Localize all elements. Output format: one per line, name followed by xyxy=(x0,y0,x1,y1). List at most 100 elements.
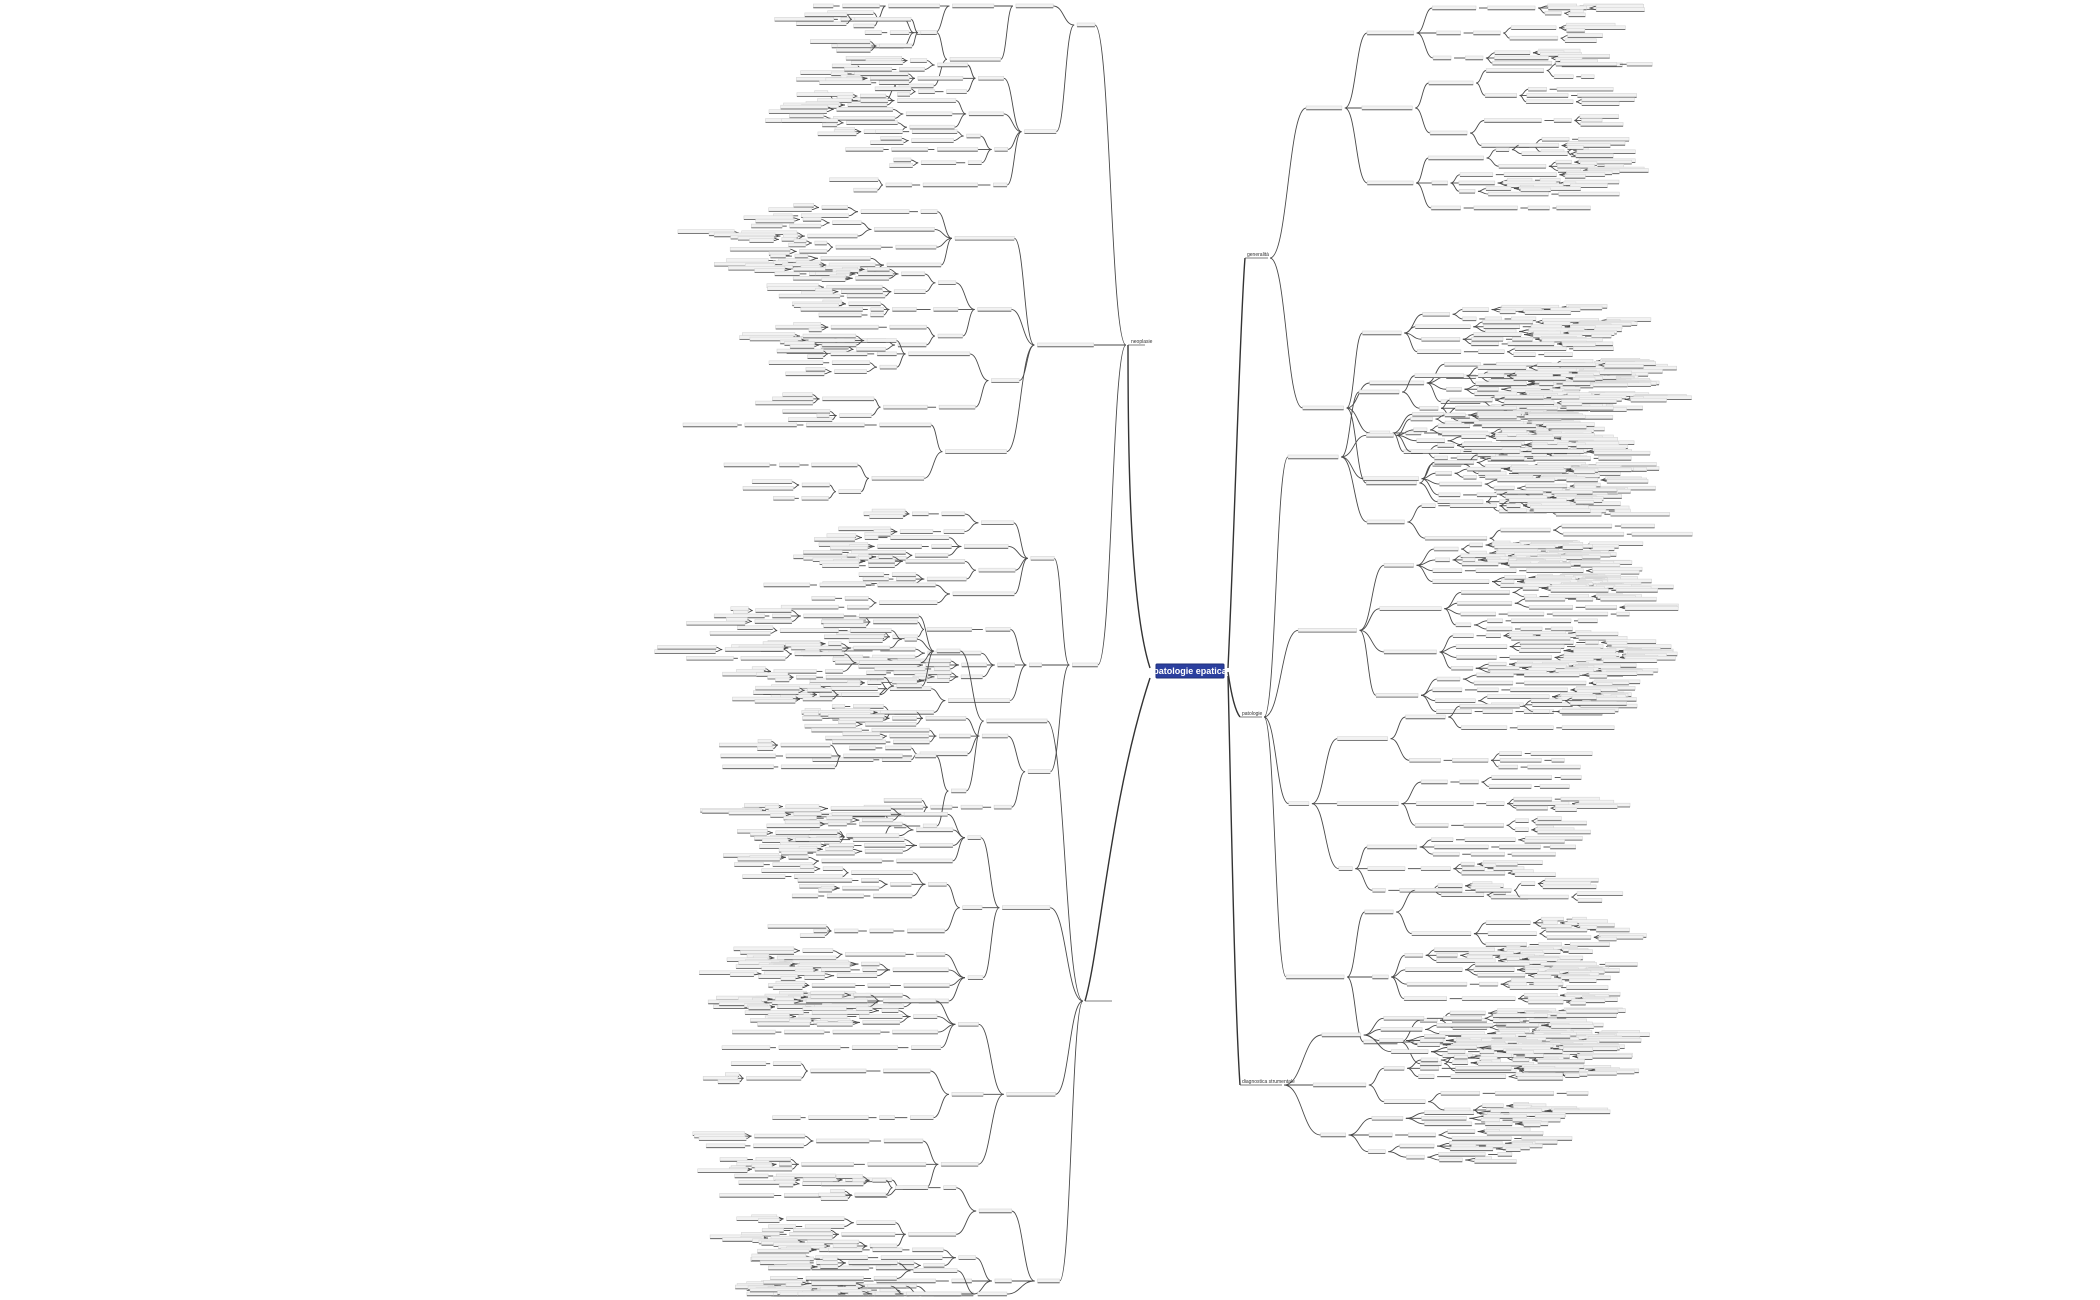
leaf-node xyxy=(1524,596,1566,602)
branch-connector xyxy=(1524,334,1534,337)
branch-connector xyxy=(929,729,937,737)
branch-connector xyxy=(802,984,810,989)
branch-connector xyxy=(1586,570,1593,573)
branch-connector xyxy=(844,1222,854,1228)
leaf-node xyxy=(740,655,786,661)
leaf-node xyxy=(846,833,900,838)
leaf-node xyxy=(1297,627,1357,633)
leaf-node xyxy=(1530,698,1563,703)
leaf-node xyxy=(808,338,856,343)
leaf-node xyxy=(889,733,929,738)
branch-connector xyxy=(854,850,863,854)
leaf-node xyxy=(761,868,815,873)
leaf-node xyxy=(897,342,927,347)
leaf-node xyxy=(1510,687,1568,692)
leaf-node xyxy=(899,67,925,72)
leaf-node xyxy=(1593,450,1651,456)
branch-connector xyxy=(785,813,791,816)
branch-connector xyxy=(1396,434,1417,442)
leaf-node xyxy=(1562,381,1591,386)
leaf-node xyxy=(780,764,836,769)
leaf-node xyxy=(916,951,946,957)
branch-connector xyxy=(1548,165,1559,171)
leaf-node xyxy=(946,89,968,94)
leaf-node xyxy=(850,60,904,65)
leaf-node xyxy=(889,324,927,330)
leaf-node xyxy=(775,830,838,835)
leaf-node xyxy=(742,485,794,491)
branch-connector xyxy=(896,340,906,355)
branch-connector xyxy=(1006,344,1035,453)
leaf-node xyxy=(868,563,896,568)
branch-connector xyxy=(1574,161,1581,165)
branch-connector xyxy=(795,977,802,980)
branch-connector xyxy=(1484,483,1495,489)
branch-connector xyxy=(1489,529,1501,539)
branch-connector xyxy=(1049,664,1070,773)
leaf-node xyxy=(867,1283,892,1288)
leaf-node xyxy=(753,690,799,695)
leaf-node xyxy=(1585,640,1599,645)
leaf-node xyxy=(755,400,814,405)
leaf-node xyxy=(805,367,826,372)
branch-connector xyxy=(1341,456,1368,523)
branch-connector xyxy=(1574,116,1580,121)
branch-connector xyxy=(925,282,936,293)
branch-connector xyxy=(1553,525,1562,531)
branch-connector xyxy=(832,887,840,891)
leaf-node xyxy=(947,698,1011,703)
leaf-node xyxy=(1305,105,1343,110)
branch-connector xyxy=(1461,544,1470,550)
branch-connector xyxy=(1407,505,1422,523)
leaf-node xyxy=(1302,405,1344,410)
branch-connector xyxy=(779,856,786,860)
leaf-node xyxy=(804,12,848,17)
leaf-node xyxy=(807,354,824,359)
branch-connector xyxy=(1589,7,1597,11)
leaf-node xyxy=(966,133,981,138)
leaf-node xyxy=(1566,405,1614,411)
leaf-node xyxy=(1566,28,1586,33)
leaf-node xyxy=(823,634,885,639)
branch-connector xyxy=(949,676,959,682)
branch-connector xyxy=(933,58,948,87)
branch-connector xyxy=(916,638,935,652)
leaf-node xyxy=(801,1162,854,1167)
leaf-node xyxy=(968,111,1004,116)
leaf-node xyxy=(851,870,914,875)
leaf-node xyxy=(1477,373,1505,378)
branch-connector xyxy=(926,326,936,337)
branch-connector xyxy=(823,115,831,119)
leaf-node xyxy=(1487,5,1536,10)
leaf-node xyxy=(778,293,841,298)
leaf-node xyxy=(799,864,815,869)
leaf-node xyxy=(1575,500,1594,505)
branch-connector xyxy=(1519,330,1529,334)
leaf-node xyxy=(842,731,881,736)
branch-connector xyxy=(883,308,890,316)
leaf-node xyxy=(1383,649,1437,654)
leaf-node xyxy=(794,253,809,258)
branch-connector xyxy=(917,621,925,630)
branch-connector xyxy=(1507,348,1515,353)
branch-connector xyxy=(903,140,909,144)
branch-connector xyxy=(837,1262,846,1268)
branch-connector xyxy=(869,362,877,368)
leaf-node xyxy=(909,1115,934,1120)
leaf-node xyxy=(777,1004,806,1009)
branch-connector xyxy=(1490,759,1499,768)
leaf-node xyxy=(893,289,926,294)
leaf-node xyxy=(1498,164,1547,169)
leaf-node xyxy=(891,572,917,577)
leaf-node xyxy=(875,1265,915,1270)
branch-connector xyxy=(965,720,985,792)
branch-connector xyxy=(910,159,919,164)
leaf-node xyxy=(967,835,982,840)
leaf-node xyxy=(1530,751,1593,756)
leaf-node xyxy=(1544,10,1562,15)
branch-connector xyxy=(848,211,859,217)
leaf-node xyxy=(1428,155,1484,160)
leaf-node xyxy=(1431,180,1448,185)
leaf-node xyxy=(858,660,921,665)
